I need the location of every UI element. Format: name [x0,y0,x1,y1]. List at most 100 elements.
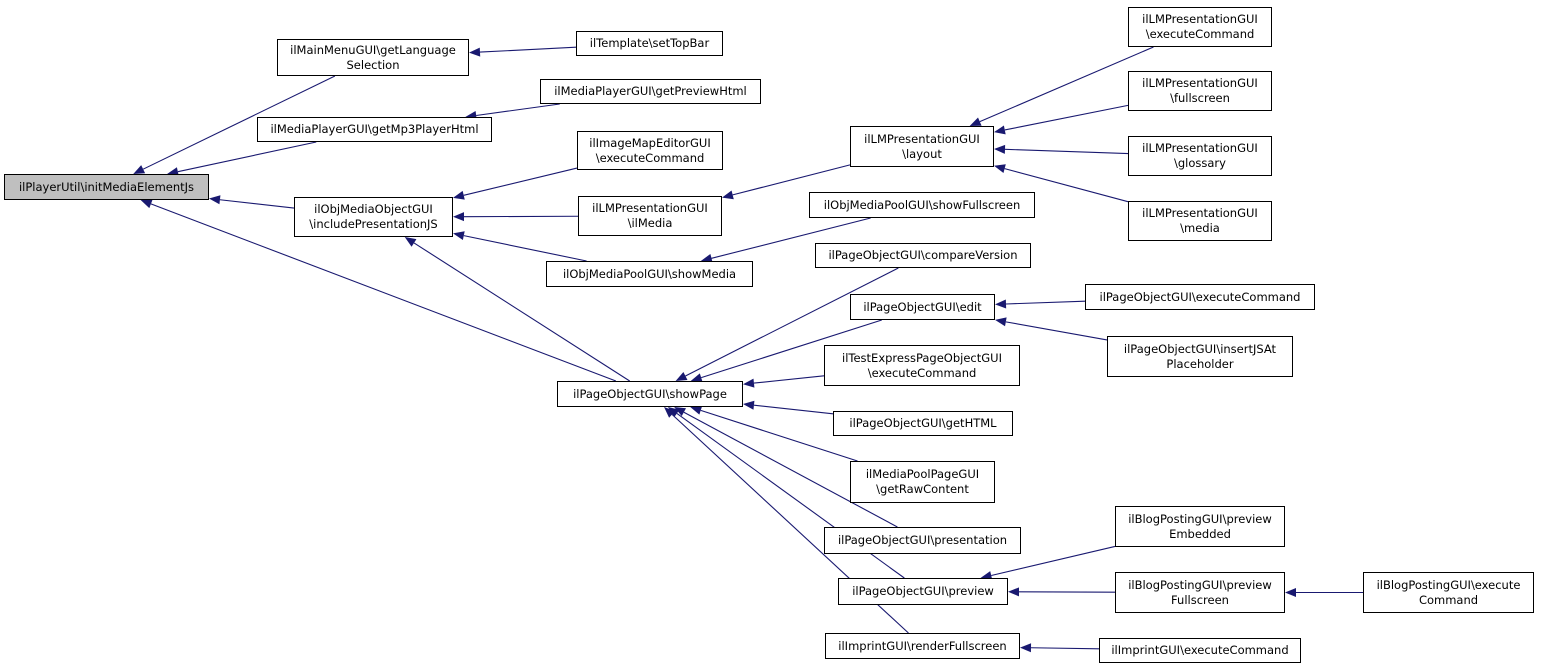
arrowhead-icon [404,237,417,247]
node-label: ilPageObjectGUI\showPage [573,386,727,401]
node-label: ilLMPresentationGUI [1142,206,1258,220]
node-label: ilPageObjectGUI\insertJSAt [1123,341,1277,356]
node-ilimprintgui-executecommand[interactable]: ilImprintGUI\executeCommand [1099,638,1301,663]
node-label: ilObjMediaObjectGUI [314,202,433,216]
arrowhead-icon [722,190,734,200]
node-ilplayerutil-initmediaelementjs[interactable]: ilPlayerUtil\initMediaElementJs [4,174,209,200]
node-label: \executeCommand [867,365,977,380]
node-label: ilPageObjectGUI\presentation [837,533,1008,547]
node-illmpresentationgui-ilmedia[interactable]: ilLMPresentationGUI \ilMedia [578,196,722,236]
edge-n3-to-n0 [177,141,317,173]
node-ilpageobjectgui-compareversion[interactable]: ilPageObjectGUI\compareVersion [815,243,1031,268]
node-label: \fullscreen [1170,91,1230,105]
node-iltemplate-settopbar[interactable]: ilTemplate\setTopBar [576,31,723,56]
node-label: ilBlogPostingGUI\preview [1128,511,1272,526]
node-label: ilBlogPostingGUI\execute [1376,577,1521,592]
node-label: \executeCommand [595,150,705,165]
node-label: Embedded [1169,526,1231,541]
arrowhead-icon [453,231,465,241]
arrowhead-icon [994,144,1006,154]
edge-n4-to-n3 [476,103,560,117]
edge-n9-to-n7 [732,164,851,196]
edge-n25-to-n24 [991,545,1116,577]
edge-n23-to-n15 [683,411,898,528]
node-ilmainmenugui-getlanguageselection[interactable]: ilMainMenuGUI\getLanguage Selection [277,39,469,76]
node-ilmediaplayergui-getpreviewhtml[interactable]: ilMediaPlayerGUI\getPreviewHtml [540,79,761,104]
node-label: ilMainMenuGUI\getLanguage [290,42,456,57]
node-ilobjmediapoolgui-showmedia[interactable]: ilObjMediaPoolGUI\showMedia [546,261,753,287]
node-ilpageobjectgui-insertjsatplaceholder[interactable]: ilPageObjectGUI\insertJSAt Placeholder [1107,336,1293,377]
arrowhead-icon [995,299,1007,309]
node-ilimprintgui-renderfullscreen[interactable]: ilImprintGUI\renderFullscreen [825,633,1020,659]
node-label: \includePresentationJS [309,217,438,231]
node-ilpageobjectgui-presentation[interactable]: ilPageObjectGUI\presentation [824,527,1021,554]
node-label: \media [1180,221,1220,235]
arrowhead-icon [140,199,153,209]
node-label: Fullscreen [1171,592,1229,607]
node-ilpageobjectgui-executecommand[interactable]: ilPageObjectGUI\executeCommand [1085,284,1315,310]
node-label: \ilMedia [627,216,673,230]
arrowhead-icon [1020,643,1032,653]
node-ilblogpostinggui-previewfullscreen[interactable]: ilBlogPostingGUI\preview Fullscreen [1115,572,1285,613]
node-illmpresentationgui-layout[interactable]: ilLMPresentationGUI \layout [850,126,994,167]
edge-n16-to-n15 [685,267,899,377]
edge-n29-to-n28 [1030,647,1100,650]
node-label: \glossary [1174,156,1226,170]
node-ilpageobjectgui-showpage[interactable]: ilPageObjectGUI\showPage [557,381,743,407]
node-ilimagemapeditorgui-executecommand[interactable]: ilImageMapEditorGUI \executeCommand [577,131,723,170]
edge-n15-to-n5 [413,242,630,382]
node-label: ilImprintGUI\renderFullscreen [838,638,1007,653]
arrowhead-icon [980,571,993,580]
node-label: ilPlayerUtil\initMediaElementJs [18,179,195,194]
node-illmpresentationgui-executecommand[interactable]: ilLMPresentationGUI \executeCommand [1128,7,1272,47]
node-ilblogpostinggui-executecommand[interactable]: ilBlogPostingGUI\execute Command [1363,572,1534,613]
arrowhead-icon [133,165,146,174]
node-ilmediaplayergui-getmp3playerhtml[interactable]: ilMediaPlayerGUI\getMp3PlayerHtml [257,117,492,142]
node-label: ilLMPresentationGUI [592,201,708,215]
node-ilmediapoolpagegui-getrawcontent[interactable]: ilMediaPoolPageGUI \getRawContent [850,461,995,503]
arrowhead-icon [1008,587,1020,597]
node-label: ilPageObjectGUI\compareVersion [828,248,1018,262]
node-label: Placeholder [1166,356,1234,371]
node-label: \layout [902,146,942,161]
node-label: ilPageObjectGUI\preview [852,584,994,598]
arrowhead-icon [690,373,703,382]
node-ilblogpostinggui-previewembedded[interactable]: ilBlogPostingGUI\preview Embedded [1115,506,1285,547]
node-label: ilMediaPoolPageGUI [865,467,980,481]
arrowhead-icon [995,317,1007,327]
node-ilpageobjectgui-preview[interactable]: ilPageObjectGUI\preview [838,578,1008,605]
edge-n21-to-n15 [753,404,834,415]
arrowhead-icon [700,253,713,263]
edge-n13-to-n9 [1004,148,1129,155]
edge-n8-to-n5 [463,235,587,262]
node-label: ilMediaPlayerGUI\getPreviewHtml [554,84,747,98]
node-illmpresentationgui-fullscreen[interactable]: ilLMPresentationGUI \fullscreen [1128,71,1272,111]
arrowhead-icon [469,47,481,57]
node-label: \executeCommand [1145,27,1255,41]
node-illmpresentationgui-media[interactable]: ilLMPresentationGUI \media [1128,201,1272,241]
node-label: Selection [346,57,400,72]
node-iltestexpresspageobjectgui-executecommand[interactable]: ilTestExpressPageObjectGUI \executeComma… [824,345,1020,386]
arrowhead-icon [453,212,465,222]
node-illmpresentationgui-glossary[interactable]: ilLMPresentationGUI \glossary [1128,136,1272,176]
arrowhead-icon [167,167,179,177]
arrowhead-icon [743,378,755,388]
arrowhead-icon [664,407,676,418]
node-label: ilTestExpressPageObjectGUI [842,350,1002,365]
node-ilpageobjectgui-gethtml[interactable]: ilPageObjectGUI\getHTML [833,411,1013,436]
node-label: ilPageObjectGUI\getHTML [849,416,997,430]
node-ilpageobjectgui-edit[interactable]: ilPageObjectGUI\edit [850,294,995,320]
arrowhead-icon [453,190,465,200]
node-label: \getRawContent [876,482,969,496]
arrowhead-icon [969,117,982,126]
edge-n11-to-n9 [979,46,1154,123]
node-ilobjmediaobjectgui-includepresentationjs[interactable]: ilObjMediaObjectGUI \includePresentation… [294,197,453,237]
edge-n14-to-n9 [1004,168,1129,203]
arrowhead-icon [743,400,755,410]
edge-n6-to-n5 [463,167,578,196]
node-ilobjmediapoolgui-showfullscreen[interactable]: ilObjMediaPoolGUI\showFullscreen [809,192,1035,218]
node-label: ilImageMapEditorGUI [589,135,711,150]
node-label: ilObjMediaPoolGUI\showFullscreen [823,197,1021,212]
